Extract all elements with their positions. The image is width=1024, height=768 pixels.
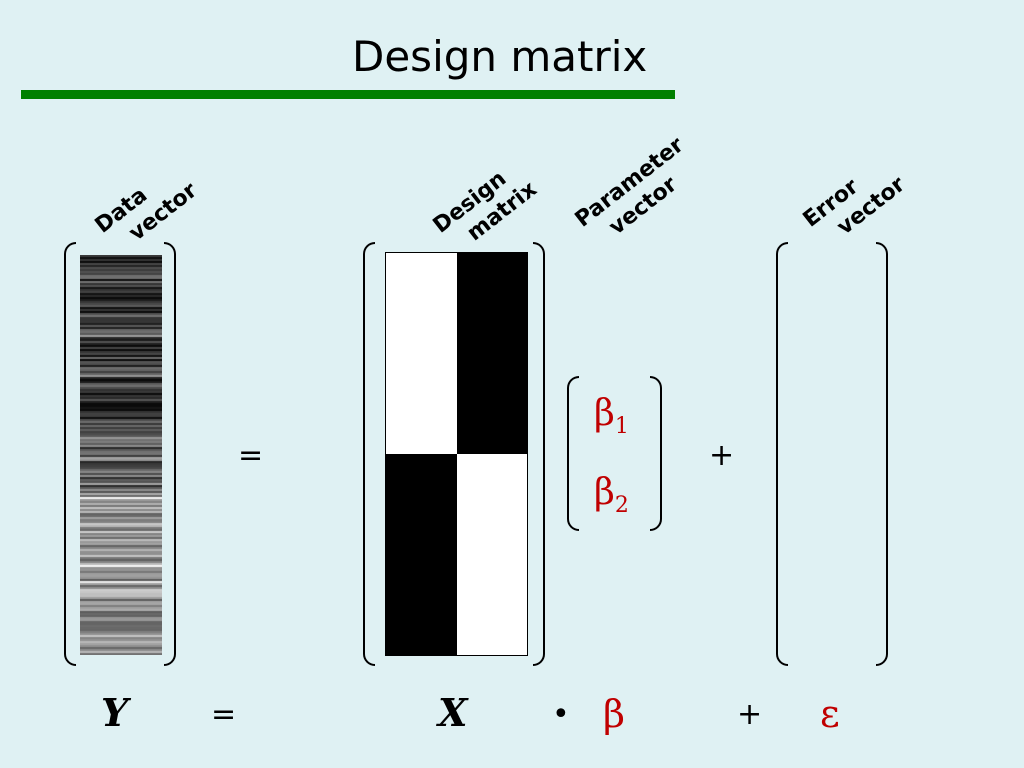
error-vector-left-bracket [776,242,788,666]
formula-equals: = [211,697,237,732]
data-vector-image [80,255,162,655]
slide-title: Design matrix [352,32,648,81]
design-matrix-cell [386,253,457,454]
parameter-beta-1-index: 1 [614,414,629,440]
title-rule [21,90,675,99]
design-matrix-cell [456,454,527,655]
design-matrix-cell [456,253,527,454]
label-design-matrix: Design matrix [428,155,542,261]
parameter-beta-1-symbol: β [594,393,615,434]
design-matrix-cell [386,454,457,655]
formula-y: Y [101,690,129,735]
label-data-vector: Data vector [90,156,203,261]
formula-plus: + [737,697,763,732]
parameter-vector-left-bracket [567,376,579,531]
parameter-beta-2: β2 [594,472,629,518]
matrix-plus-sign: + [709,438,735,473]
matrix-equals-sign: = [238,438,264,473]
parameter-beta-1: β1 [594,393,629,439]
data-vector-left-bracket [64,242,76,666]
design-matrix-left-bracket [363,242,375,666]
formula-x: X [438,690,468,735]
label-error-vector: Error vector [798,150,911,255]
error-vector-right-bracket [876,242,888,666]
formula-dot: • [552,697,570,732]
data-vector-right-bracket [164,242,176,666]
parameter-beta-2-symbol: β [594,472,615,513]
label-parameter-vector: Parameter vector [570,132,706,255]
formula-epsilon: ε [820,692,840,736]
parameter-vector-right-bracket [650,376,662,531]
design-matrix-right-bracket [533,242,545,666]
parameter-beta-2-index: 2 [614,493,629,519]
formula-beta: β [603,692,625,736]
design-matrix-grid [385,252,528,656]
